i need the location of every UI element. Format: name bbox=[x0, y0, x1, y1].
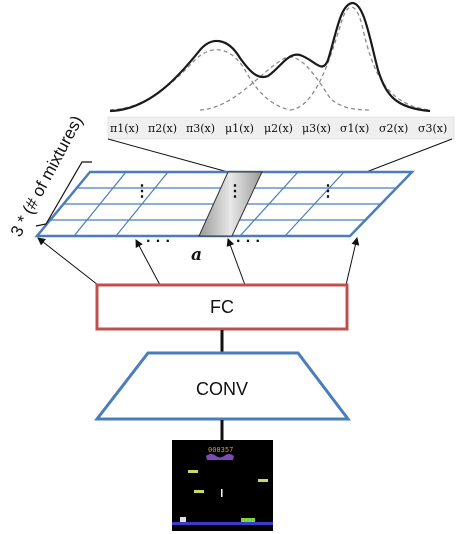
label-pi2: π2(x) bbox=[148, 122, 177, 135]
cell-dots-center: ⋮ bbox=[227, 183, 243, 200]
label-sigma2: σ2(x) bbox=[379, 122, 408, 135]
label-pi3: π3(x) bbox=[186, 122, 215, 135]
label-mu2: μ2(x) bbox=[264, 122, 293, 135]
conv-label: CONV bbox=[196, 379, 248, 399]
fc-label: FC bbox=[210, 297, 234, 317]
label-sigma3: σ3(x) bbox=[418, 122, 447, 135]
below-dots-right: · · · bbox=[236, 233, 261, 250]
action-label: a bbox=[191, 245, 202, 265]
selected-action-column bbox=[198, 171, 263, 237]
cell-dots-left: ⋮ bbox=[134, 183, 150, 200]
component-curve-2 bbox=[199, 56, 371, 111]
label-pi1: π1(x) bbox=[110, 122, 139, 135]
mixture-param-label-strip: π1(x) π2(x) π3(x) μ1(x) μ2(x) μ3(x) σ1(x… bbox=[107, 116, 455, 140]
component-curve-3 bbox=[289, 6, 431, 111]
label-sigma1: σ1(x) bbox=[340, 122, 369, 135]
label-mu3: μ3(x) bbox=[302, 122, 331, 135]
fc-layer: FC bbox=[95, 283, 349, 331]
mixture-curve bbox=[109, 1, 431, 113]
game-score: 000357 bbox=[208, 446, 233, 454]
conv-layer: CONV bbox=[93, 351, 352, 421]
output-grid: ⋮ ⋮ ⋮ bbox=[34, 170, 415, 238]
game-frame-image: 000357 bbox=[172, 440, 273, 531]
component-curve-1 bbox=[109, 49, 291, 111]
fc-to-grid-arrows bbox=[37, 237, 360, 286]
cell-dots-right: ⋮ bbox=[320, 183, 336, 200]
connector-line-left bbox=[107, 138, 229, 173]
below-dots-left: · · · bbox=[146, 233, 171, 250]
label-mu1: μ1(x) bbox=[225, 122, 254, 135]
mixture-density-plot bbox=[109, 1, 431, 113]
grid-height-brace bbox=[35, 161, 92, 227]
